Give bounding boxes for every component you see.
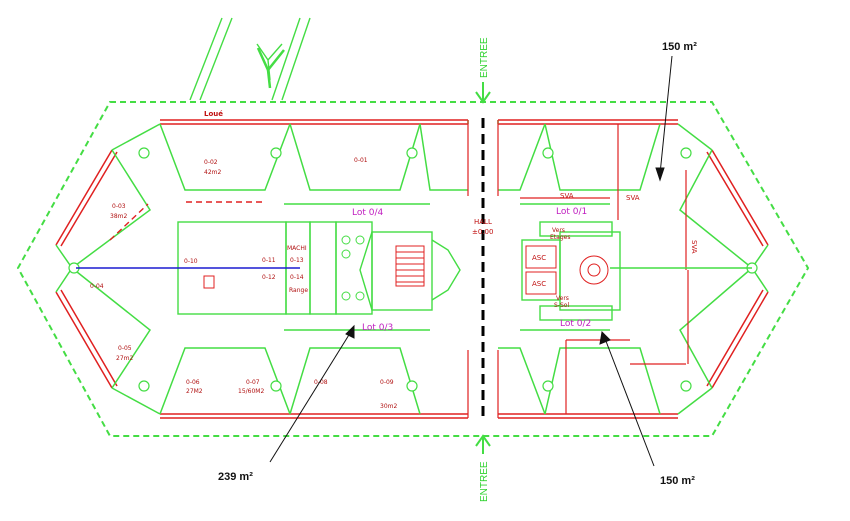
hall-walls [467, 120, 499, 418]
misc-label: Vers [552, 227, 565, 234]
annotation-arrows [269, 55, 673, 467]
spiral-stair [579, 255, 609, 285]
hall-label: HALL [474, 218, 492, 226]
room-code: 0-07 [246, 379, 260, 386]
entrance-label-top: ENTREE [479, 37, 490, 78]
room-code: 0-06 [186, 379, 200, 386]
service-label: SVA [560, 192, 574, 200]
room-area: 27M2 [186, 388, 203, 395]
room-code: 0-09 [380, 379, 394, 386]
room-code: 0-02 [204, 159, 218, 166]
room-code: 0-12 [262, 274, 276, 281]
room-area: 38m2 [110, 213, 127, 220]
room-code: 0-03 [112, 203, 126, 210]
entrance-label-bottom: ENTREE [479, 461, 490, 502]
central-core [177, 203, 621, 331]
room-code: 0-14 [290, 274, 304, 281]
toilets [341, 235, 365, 301]
room-code: 0-05 [118, 345, 132, 352]
room-code: 0-08 [314, 379, 328, 386]
room-code: 0-01 [354, 157, 368, 164]
service-label: SVA [626, 194, 640, 202]
misc-label: S-Sol [554, 302, 569, 309]
entrance-arrow-bottom-icon [475, 434, 491, 454]
lift-label: ASC [532, 254, 546, 262]
area-annotation: 150 m² [660, 475, 695, 487]
misc-label: Range [289, 287, 308, 294]
road-arrow-icon [256, 47, 285, 89]
access-road [189, 17, 311, 101]
lot-label: Lot 0/1 [556, 207, 587, 217]
room-area: 30m2 [380, 403, 397, 410]
room-code: 0-13 [290, 257, 304, 264]
right-partitions [520, 124, 689, 414]
lot-label: Lot 0/4 [352, 208, 384, 218]
misc-label: Etages [550, 234, 570, 241]
area-annotation: 239 m² [218, 471, 253, 483]
lift-label: ASC [532, 280, 546, 288]
service-label: SVA [690, 240, 698, 254]
leased-label: Loué [204, 110, 223, 118]
stair [203, 245, 425, 289]
hall-level: ±0.00 [472, 228, 493, 236]
room-area: 27m2 [116, 355, 133, 362]
room-area: 42m2 [204, 169, 221, 176]
entrance-arrow-top-icon [475, 82, 491, 104]
lot-label: Lot 0/3 [362, 323, 393, 333]
misc-label: Vers [556, 295, 569, 302]
interior-dashed [109, 201, 262, 241]
outer-walls [55, 119, 769, 419]
room-code: 0-04 [90, 283, 104, 290]
room-code: 0-10 [184, 258, 198, 265]
room-area: 15/60M2 [238, 388, 264, 395]
lot-label: Lot 0/2 [560, 319, 591, 329]
misc-label: MACHI [287, 245, 307, 252]
lift-shafts [525, 245, 557, 295]
site-boundary [16, 101, 810, 437]
room-code: 0-11 [262, 257, 276, 264]
area-annotation: 150 m² [662, 41, 697, 53]
